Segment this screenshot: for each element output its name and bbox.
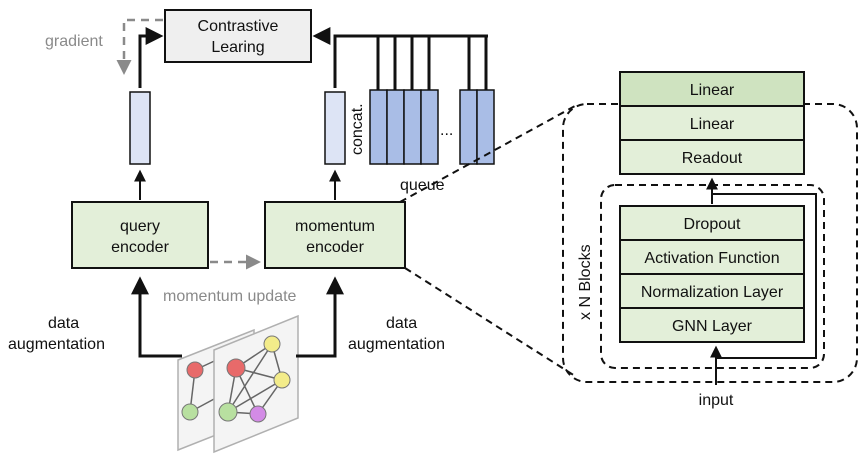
- queue-connectors: [376, 36, 488, 90]
- stack-layer-linear: [619, 105, 805, 141]
- query-vector: [129, 91, 151, 165]
- graph-node-yellow-right: [273, 371, 291, 389]
- zoom-line-bottom: [404, 267, 576, 377]
- input-label: input: [699, 392, 734, 409]
- momentum-encoder-line2: encoder: [306, 239, 364, 256]
- query-encoder-line1: query: [120, 218, 160, 235]
- right-augmentation-line2: augmentation: [348, 336, 445, 353]
- left-augmentation-line2: augmentation: [8, 336, 105, 353]
- graph-node-green-back: [181, 403, 199, 421]
- queue-label: queue: [400, 177, 445, 194]
- block-loop-line: [712, 193, 817, 359]
- right-augmentation-line1: data: [386, 315, 417, 332]
- gradient-arrow: gradient: [45, 18, 163, 75]
- block-layer-label: Normalization Layer: [641, 284, 784, 301]
- left-augmentation-line: [131, 276, 182, 358]
- momentum-update-label: momentum update: [163, 288, 297, 305]
- queue-cell: [476, 89, 495, 165]
- block-layer-label: Dropout: [684, 216, 741, 233]
- momentum-encoder-line1: momentum: [295, 218, 375, 235]
- queue-cell: [403, 89, 422, 165]
- graph-node-purple: [249, 405, 267, 423]
- stack-layer-label: Linear: [690, 116, 735, 133]
- left-augmentation-line1: data: [48, 315, 79, 332]
- encoder-stack: Linear Linear Readout: [619, 71, 805, 175]
- queue-cell: [369, 89, 388, 165]
- gradient-label: gradient: [45, 33, 103, 50]
- graph-node-red-back: [186, 361, 204, 379]
- zoom-line-top: [399, 105, 576, 203]
- concat-label: concat.: [349, 103, 366, 155]
- queue-cell: [386, 89, 405, 165]
- query-to-contrastive-line: [138, 27, 164, 88]
- stack-layer-label: Readout: [682, 150, 743, 167]
- graph-node-red: [226, 358, 246, 378]
- block-layer-gnn: [619, 307, 805, 343]
- query-encoder-box: query encoder: [71, 201, 209, 269]
- graph-node-yellow-top: [263, 335, 281, 353]
- momentum-encoder-box: momentum encoder: [264, 201, 406, 269]
- key-bus-line: [333, 34, 488, 88]
- block-layer-activation: [619, 239, 805, 275]
- contrastive-learning-box: Contrastive Learing: [164, 9, 312, 63]
- right-augmentation-line: [296, 276, 344, 358]
- block-layers: Dropout Activation Function Normalizatio…: [619, 205, 805, 343]
- queue: ...: [369, 89, 495, 165]
- graph-input: [177, 314, 299, 454]
- blocks-label: x N Blocks: [577, 244, 594, 320]
- stack-layer-label: Linear: [690, 82, 735, 99]
- graph-node-green: [218, 402, 238, 422]
- block-layer-label: GNN Layer: [672, 318, 753, 335]
- block-layer-label: Activation Function: [644, 250, 779, 267]
- stack-layer-linear-top: [619, 71, 805, 107]
- contrastive-label-line1: Contrastive: [198, 18, 279, 35]
- query-encoder-line2: encoder: [111, 239, 169, 256]
- queue-ellipsis: ...: [440, 122, 453, 139]
- queue-cell: [459, 89, 478, 165]
- contrastive-label-line2: Learing: [211, 39, 264, 56]
- stack-layer-readout: [619, 139, 805, 175]
- queue-cell: [420, 89, 439, 165]
- key-vector: [324, 91, 346, 165]
